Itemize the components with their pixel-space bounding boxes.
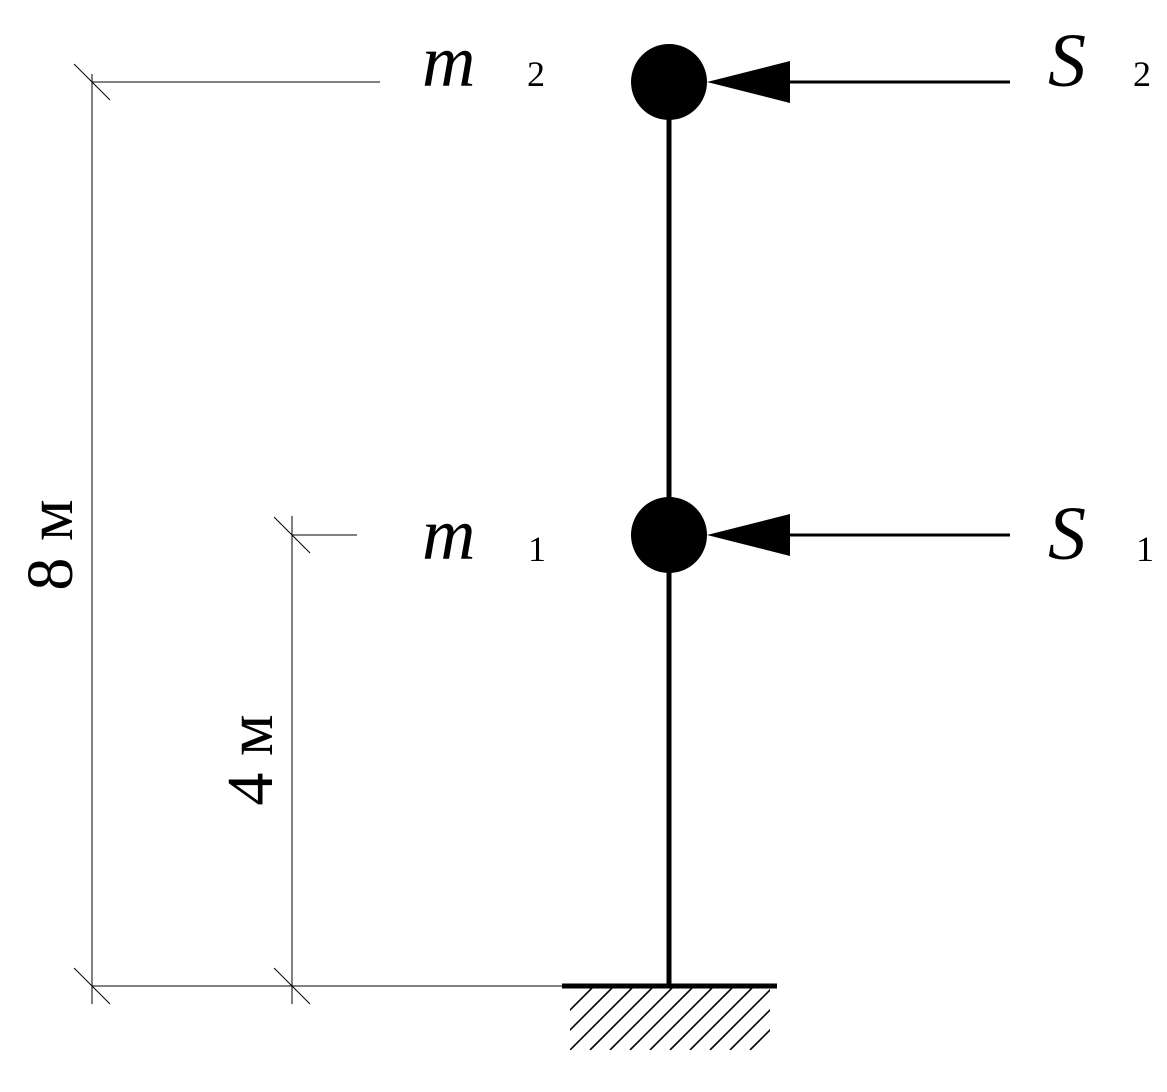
support-hatching (570, 988, 770, 1050)
fixed-support (562, 983, 777, 1050)
mass-label-2-index: 2 (527, 54, 545, 94)
force-label-1-index: 1 (1136, 529, 1154, 569)
force-arrow-2 (707, 61, 1010, 103)
tick-top-first (273, 516, 311, 554)
force-label-2: S (1048, 19, 1086, 103)
force-label-2-index: 2 (1133, 54, 1151, 94)
force-arrow-1 (707, 514, 1010, 556)
force-arrow-1-head (707, 514, 790, 556)
mass-node-2 (631, 44, 707, 120)
dimension-label-first: 4 м (214, 714, 287, 805)
force-label-1: S (1048, 492, 1086, 576)
dimension-total-height (73, 63, 380, 1005)
mass-label-1-index: 1 (528, 529, 546, 569)
dimension-first-floor (273, 516, 357, 1005)
force-arrow-2-head (707, 61, 790, 103)
mass-label-1: m (422, 494, 475, 576)
mass-label-2: m (422, 21, 475, 103)
tick-top-total (73, 63, 111, 101)
mass-node-1 (631, 497, 707, 573)
dimension-label-total: 8 м (14, 499, 87, 590)
